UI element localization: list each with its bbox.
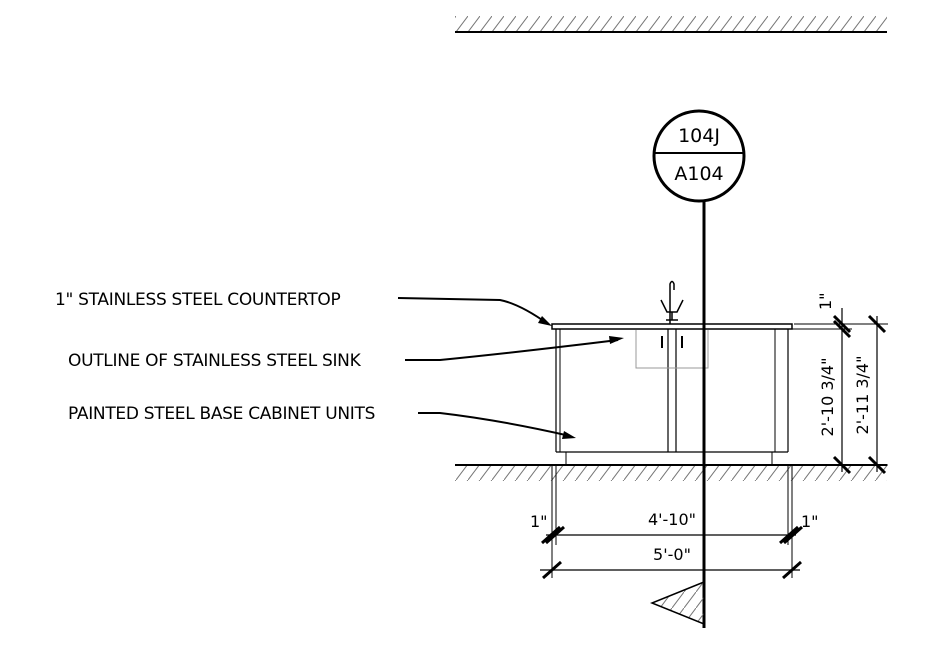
sheet-number: A104: [674, 163, 723, 185]
ceiling: [455, 16, 887, 33]
section-marker: 104J A104: [652, 109, 746, 203]
dim-tick: [779, 525, 799, 545]
left-offset-label: 1": [530, 512, 548, 531]
cabinet-leader: [418, 412, 571, 437]
cabinet-arrowhead: [562, 431, 576, 439]
base-cabinet: [551, 323, 793, 465]
sink-note: OUTLINE OF STAINLESS STEEL SINK: [68, 351, 362, 371]
horizontal-dimensions: [540, 466, 803, 580]
faucet-icon: [660, 280, 684, 324]
cabinet-note: PAINTED STEEL BASE CABINET UNITS: [68, 404, 375, 424]
dim-tick: [542, 560, 562, 580]
dim-tick: [832, 455, 852, 475]
overall-width-label: 5'-0": [653, 545, 691, 564]
annotations: 1" STAINLESS STEEL COUNTERTOP OUTLINE OF…: [55, 290, 624, 439]
detail-number: 104J: [678, 125, 720, 147]
dim-tick: [832, 314, 852, 334]
cabinet-height-label: 2'-10 3/4": [818, 358, 837, 437]
sink-outline: [635, 330, 709, 369]
right-offset-label: 1": [801, 512, 819, 531]
countertop-thickness-label: 1": [816, 292, 835, 310]
section-arrow-icon: [649, 580, 705, 626]
ceiling-hatch: [455, 16, 887, 31]
countertop-note: 1" STAINLESS STEEL COUNTERTOP: [55, 290, 340, 310]
dim-tick: [782, 560, 802, 580]
section-marker-circle: [652, 109, 746, 203]
sink-leader: [405, 339, 619, 361]
sink-arrowhead: [609, 336, 624, 344]
floor: [455, 464, 887, 481]
cabinet-width-label: 4'-10": [648, 510, 696, 529]
dim-tick: [867, 314, 887, 334]
countertop-leader: [397, 297, 549, 325]
countertop: [551, 323, 793, 330]
dim-tick: [867, 455, 887, 475]
dim-tick: [541, 525, 561, 545]
dim-tick: [832, 319, 852, 339]
floor-hatch: [455, 466, 887, 481]
dim-tick: [783, 525, 803, 545]
countertop-arrowhead: [538, 316, 552, 326]
dim-tick: [545, 525, 565, 545]
vertical-dimensions: [790, 308, 888, 475]
overall-height-label: 2'-11 3/4": [853, 356, 872, 435]
